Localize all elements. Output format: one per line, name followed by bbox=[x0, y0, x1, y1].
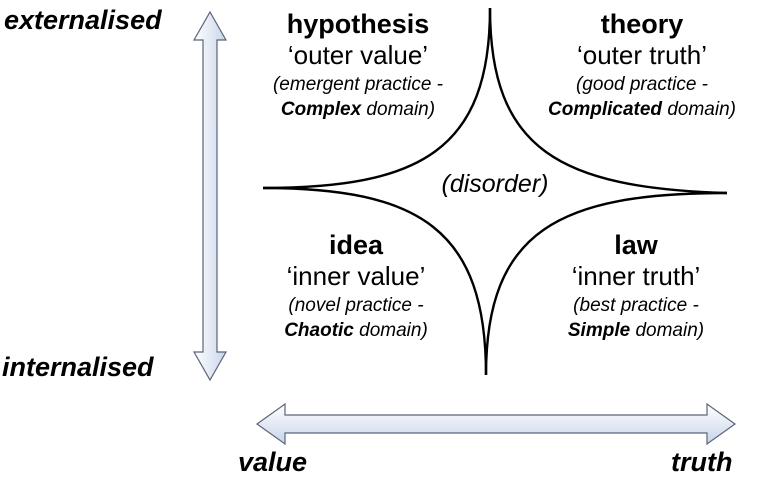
quadrant-theory: theory ‘outer truth’ (good practice - Co… bbox=[522, 9, 762, 122]
axis-label-value: value bbox=[238, 447, 308, 477]
domain-name: Complex bbox=[280, 99, 362, 120]
domain-name: Chaotic bbox=[284, 320, 354, 341]
quadrant-subtitle: ‘inner value’ bbox=[286, 261, 426, 291]
vertical-double-arrow bbox=[192, 10, 228, 382]
quadrant-law: law ‘inner truth’ (best practice - Simpl… bbox=[516, 230, 756, 343]
quadrant-title: hypothesis bbox=[286, 9, 430, 39]
quadrant-title: idea bbox=[328, 230, 384, 260]
description-line: (best practice - bbox=[573, 295, 699, 316]
quadrant-idea: idea ‘inner value’ (novel practice - Cha… bbox=[236, 230, 476, 343]
center-label-disorder: (disorder) bbox=[441, 170, 549, 198]
description-line: (emergent practice - bbox=[272, 74, 443, 95]
quadrant-description: (best practice - Simple domain) bbox=[516, 293, 756, 343]
axis-label-truth: truth bbox=[671, 447, 733, 477]
quadrant-subtitle: ‘outer value’ bbox=[287, 40, 429, 70]
description-suffix: domain) bbox=[662, 99, 736, 120]
quadrant-title: theory bbox=[600, 9, 684, 39]
horizontal-double-arrow bbox=[255, 402, 737, 446]
quadrant-description: (emergent practice - Complex domain) bbox=[238, 72, 478, 122]
description-suffix: domain) bbox=[353, 320, 428, 341]
quadrant-hypothesis: hypothesis ‘outer value’ (emergent pract… bbox=[238, 9, 478, 122]
description-line: (good practice - bbox=[575, 74, 708, 95]
axis-label-internalised: internalised bbox=[2, 352, 154, 382]
description-line: (novel practice - bbox=[288, 295, 424, 316]
top-left-boundary-curve bbox=[262, 7, 492, 190]
quadrant-subtitle: ‘outer truth’ bbox=[576, 40, 708, 70]
axis-label-externalised: externalised bbox=[4, 5, 162, 35]
domain-name: Complicated bbox=[548, 99, 663, 120]
domain-name: Simple bbox=[567, 320, 631, 341]
top-right-boundary-curve bbox=[488, 7, 728, 195]
bottom-left-boundary-curve bbox=[262, 186, 488, 376]
description-suffix: domain) bbox=[630, 320, 705, 341]
quadrant-title: law bbox=[614, 230, 658, 260]
description-suffix: domain) bbox=[361, 99, 436, 120]
quadrant-subtitle: ‘inner truth’ bbox=[571, 261, 701, 291]
bottom-right-boundary-curve bbox=[484, 191, 728, 376]
quadrant-description: (novel practice - Chaotic domain) bbox=[236, 293, 476, 343]
quadrant-description: (good practice - Complicated domain) bbox=[522, 72, 762, 122]
